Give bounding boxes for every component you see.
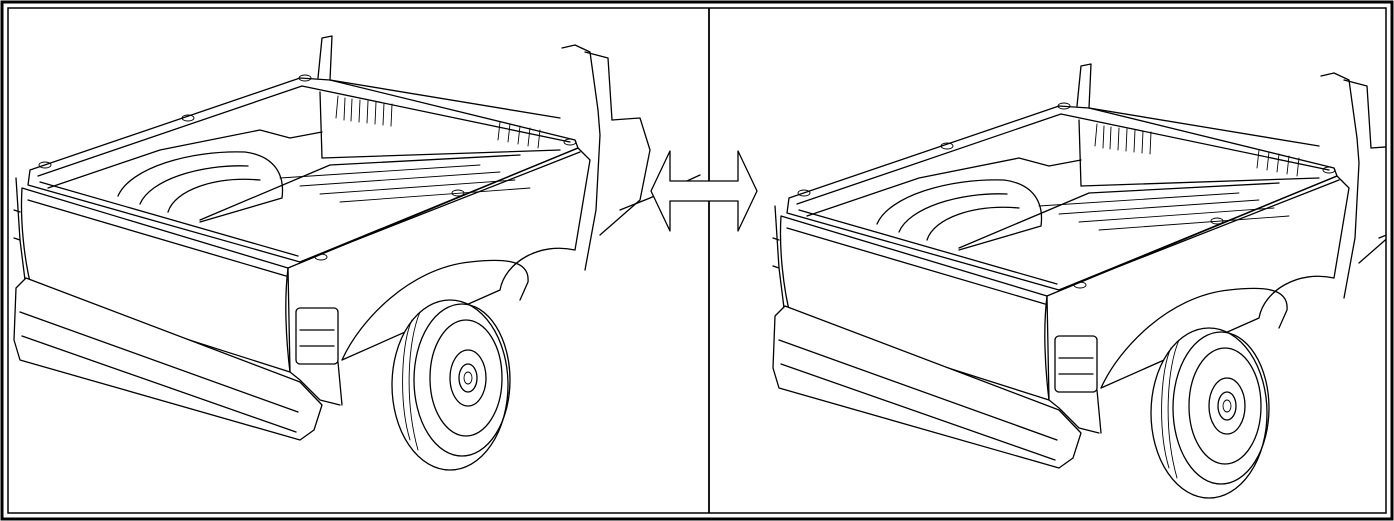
- double-arrow-icon: [650, 150, 758, 232]
- panel-right-truck-bed: [772, 63, 1386, 499]
- inner-frame: [7, 7, 1387, 514]
- panel-left-truck-bed: [13, 35, 701, 471]
